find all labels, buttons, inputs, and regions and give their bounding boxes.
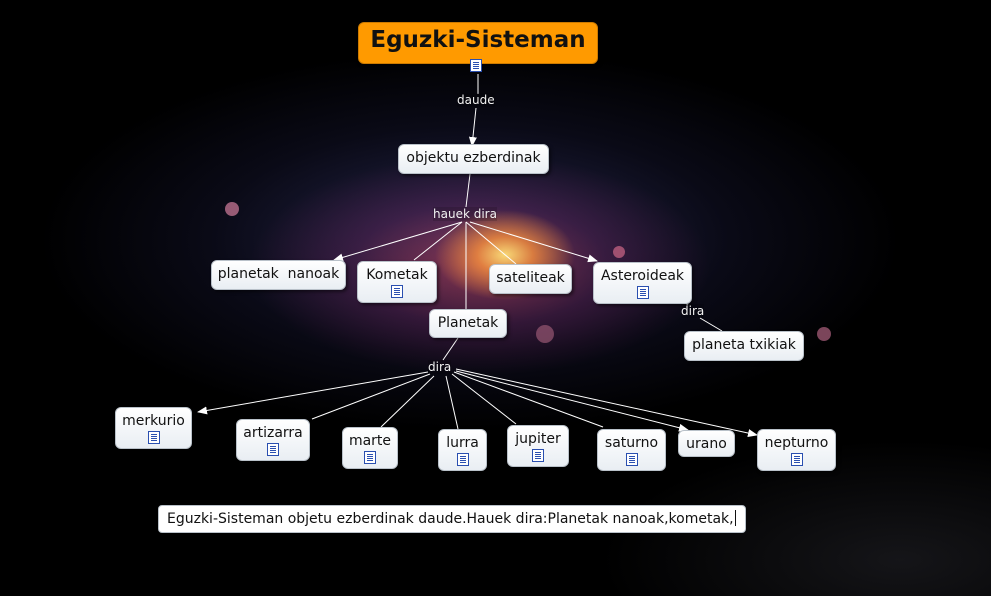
concept-saturno[interactable]: saturno — [597, 429, 666, 471]
connector-dira-merkurio — [197, 371, 429, 415]
concept-label: nepturno — [764, 435, 829, 451]
connector-dira-artizarra — [311, 373, 431, 420]
concept-label: planetak nanoak — [217, 266, 340, 282]
connector-dira-lurra — [445, 375, 459, 430]
link-label-dira: dira — [428, 360, 452, 374]
concept-planetak[interactable]: Planetak — [429, 309, 507, 338]
concept-label: sateliteak — [496, 270, 565, 286]
concept-objektu-ezberdinak[interactable]: objektu ezberdinak — [398, 144, 549, 174]
concept-label: merkurio — [122, 413, 185, 429]
concept-label: Planetak — [437, 315, 499, 331]
connector-objektu-hauek — [465, 173, 471, 208]
document-icon[interactable] — [267, 443, 279, 456]
link-label-hauek-dira: hauek dira — [433, 207, 497, 221]
concept-label: Asteroideak — [600, 268, 685, 284]
connector-hauek-planetak-nanoak — [333, 221, 463, 262]
document-icon[interactable] — [636, 286, 649, 299]
link-label-daude: daude — [457, 93, 495, 107]
concept-artizarra[interactable]: artizarra — [236, 419, 310, 461]
concept-label: objektu ezberdinak — [406, 150, 541, 166]
background-planet — [817, 327, 831, 341]
document-icon[interactable] — [532, 449, 544, 462]
concept-kometak[interactable]: Kometak — [357, 261, 437, 303]
connector-dira-marte — [380, 375, 435, 428]
concept-root[interactable]: Eguzki-Sisteman — [358, 22, 598, 72]
connector-dira-jupiter — [451, 373, 517, 425]
concept-label: planeta txikiak — [692, 337, 796, 353]
link-label-dira-asteroideak: dira — [681, 304, 705, 318]
sentence-text-box[interactable]: Eguzki-Sisteman objetu ezberdinak daude.… — [158, 505, 746, 533]
document-icon[interactable] — [456, 453, 469, 466]
text-cursor — [734, 510, 736, 526]
background-planet — [536, 325, 554, 343]
connector-planetak-dira — [442, 337, 459, 361]
concept-label: artizarra — [243, 425, 303, 441]
concept-urano[interactable]: urano — [678, 430, 735, 457]
connector-daude-objektu — [468, 107, 477, 147]
concept-planeta-txikiak[interactable]: planeta txikiak — [684, 331, 804, 361]
concept-jupiter[interactable]: jupiter — [507, 425, 569, 467]
connector-hauek-sateliteak — [465, 221, 517, 265]
background-planet — [225, 202, 239, 216]
concept-label: urano — [686, 436, 727, 452]
concept-nepturno[interactable]: nepturno — [757, 429, 836, 471]
concept-lurra[interactable]: lurra — [438, 429, 487, 471]
concept-asteroideak[interactable]: Asteroideak — [593, 262, 692, 304]
document-icon[interactable] — [790, 453, 803, 466]
concept-merkurio[interactable]: merkurio — [115, 407, 192, 449]
concept-label: lurra — [446, 435, 479, 451]
document-icon[interactable] — [625, 453, 638, 466]
document-icon[interactable] — [364, 451, 376, 464]
connector-dira-saturno — [453, 371, 604, 428]
concept-sateliteak[interactable]: sateliteak — [489, 264, 572, 294]
document-icon[interactable] — [470, 59, 482, 72]
concept-label: marte — [348, 433, 392, 449]
document-icon[interactable] — [391, 285, 403, 298]
connector-dira-nepturno — [455, 368, 758, 437]
concept-label: Kometak — [366, 267, 428, 283]
connector-hauek-kometak — [413, 221, 463, 261]
sentence-text: Eguzki-Sisteman objetu ezberdinak daude.… — [167, 511, 734, 527]
concept-planetak-nanoak[interactable]: planetak nanoak — [211, 260, 346, 290]
concept-label: jupiter — [515, 431, 561, 447]
concept-label: saturno — [604, 435, 659, 451]
connector-hauek-asteroideak — [469, 221, 598, 263]
concept-marte[interactable]: marte — [342, 427, 398, 469]
concept-root-label: Eguzki-Sisteman — [370, 27, 586, 53]
background-planet — [613, 246, 625, 258]
connector-dira-urano — [455, 370, 689, 432]
connector-dira-planeta-txikiak — [699, 317, 723, 332]
document-icon[interactable] — [147, 431, 160, 444]
